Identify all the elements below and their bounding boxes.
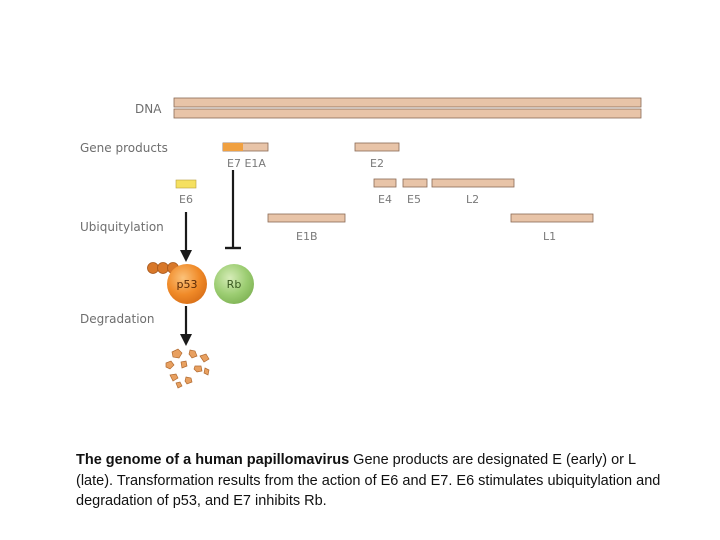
- e2-bar: [354, 142, 400, 152]
- p53-label: p53: [177, 278, 198, 291]
- gene-e6: E6: [175, 179, 197, 206]
- l1-label: L1: [543, 230, 556, 243]
- gene-e1b: E1B: [267, 213, 346, 243]
- rb-sphere: [214, 264, 254, 304]
- ubiquitylation-label: Ubiquitylation: [80, 220, 164, 234]
- e7-e1a-label: E7 E1A: [227, 157, 266, 170]
- dna-strand-bottom: [173, 108, 642, 119]
- e1b-label: E1B: [296, 230, 318, 243]
- gene-products-label: Gene products: [80, 141, 168, 155]
- genome-diagram: DNA Gene products Ubiquitylation Degrada…: [80, 97, 642, 389]
- degradation-arrow: [180, 306, 192, 346]
- p53-sphere: [167, 264, 207, 304]
- e6-label: E6: [179, 193, 193, 206]
- gene-e5: E5: [402, 178, 428, 206]
- degradation-label: Degradation: [80, 312, 154, 326]
- dna-track: [173, 97, 642, 119]
- dna-strand-top: [173, 97, 642, 108]
- gene-e4: E4: [373, 178, 397, 206]
- gene-e2: E2: [354, 142, 400, 170]
- gene-e7-e1a: E7 E1A: [222, 142, 269, 170]
- gene-l2: L2: [431, 178, 515, 206]
- caption-text: Gene products are designated E (early) o…: [76, 452, 661, 509]
- e1b-bar: [267, 213, 346, 223]
- e5-label: E5: [407, 193, 421, 206]
- e7-highlight: [223, 143, 243, 151]
- ubiquitin-2: [157, 262, 169, 274]
- e6-bar: [175, 179, 197, 189]
- rb-protein: Rb: [214, 264, 254, 304]
- e4-label: E4: [378, 193, 392, 206]
- e7-inhibition-line: [225, 170, 241, 250]
- caption-title: The genome of a human papillomavirus: [76, 452, 350, 468]
- degraded-fragments: [165, 348, 210, 389]
- p53-protein: p53: [167, 264, 207, 304]
- e4-bar: [373, 178, 397, 188]
- figure-caption: The genome of a human papillomavirus Gen…: [76, 450, 676, 512]
- dna-label: DNA: [135, 102, 162, 116]
- ubiquitin-1: [147, 262, 159, 274]
- gene-l1: L1: [510, 213, 594, 243]
- e6-activation-arrow: [180, 212, 192, 262]
- l1-bar: [510, 213, 594, 223]
- e2-label: E2: [370, 157, 384, 170]
- e5-bar: [402, 178, 428, 188]
- rb-label: Rb: [227, 278, 242, 291]
- l2-label: L2: [466, 193, 479, 206]
- l2-bar: [431, 178, 515, 188]
